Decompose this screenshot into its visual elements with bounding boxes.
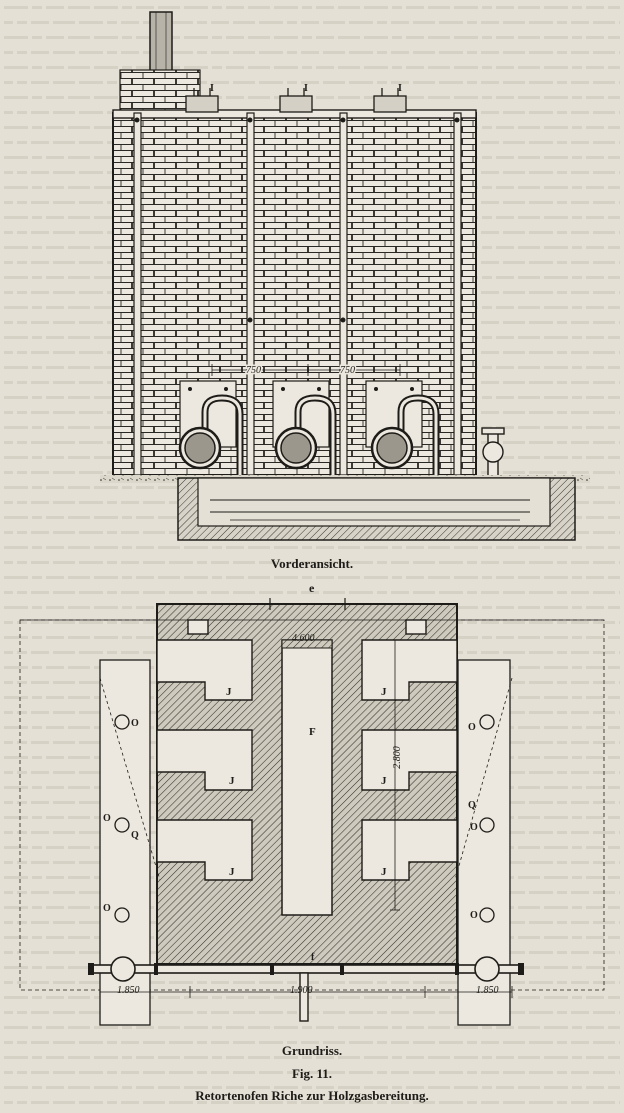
chamber-label-J-5: J xyxy=(381,775,387,787)
bleed-stroke xyxy=(226,576,244,579)
opening-label-O-1: O xyxy=(131,718,139,729)
cleaning-openings xyxy=(114,714,495,923)
plan-dim-bottom-left: 1.850 xyxy=(117,985,140,996)
bleed-stroke xyxy=(274,576,298,579)
bleed-stroke xyxy=(364,576,388,579)
plan-label-e: e xyxy=(309,581,315,595)
bleed-stroke xyxy=(586,576,604,579)
lid-mark-3: I xyxy=(398,83,402,94)
figure-title: Retortenofen Riche zur Holzgasbereitung. xyxy=(195,1088,429,1103)
side-platforms xyxy=(99,659,511,1026)
opening-label-O-3: O xyxy=(103,903,111,914)
bleed-stroke xyxy=(136,576,154,579)
bleed-stroke xyxy=(46,576,64,579)
chamber-label-J-4: J xyxy=(381,686,387,698)
retort-lids xyxy=(185,88,407,113)
figure-number: Fig. 11. xyxy=(291,1066,333,1081)
chamber-label-J-1: J xyxy=(226,686,232,698)
plan-view-caption: Grundriss. xyxy=(281,1043,343,1058)
plan-dimension-lines xyxy=(20,619,604,998)
plan-dim-vertical: 2.800 xyxy=(391,746,403,769)
outlet-valve xyxy=(481,427,505,477)
buckstays xyxy=(133,112,462,476)
chamber-label-J-6: J xyxy=(381,866,387,878)
bleed-stroke xyxy=(496,576,514,579)
bleed-stroke xyxy=(572,576,582,579)
bleed-stroke xyxy=(158,576,180,579)
plan-dim-bottom-middle: 1.900 xyxy=(290,985,313,996)
bleed-stroke xyxy=(428,576,450,579)
lid-mark-1: I xyxy=(210,83,214,94)
bleed-stroke xyxy=(518,576,540,579)
front-dim-right: 750 xyxy=(340,365,355,376)
bleed-stroke xyxy=(482,576,492,579)
plan-dim-top: 4.600 xyxy=(292,633,315,644)
bleed-stroke xyxy=(184,576,208,579)
bleed-stroke xyxy=(302,576,312,579)
bleed-stroke xyxy=(32,576,42,579)
opening-label-Q-2: Q xyxy=(468,800,476,811)
front-dim-left: 750 xyxy=(246,365,261,376)
opening-label-O-2: O xyxy=(103,813,111,824)
bleed-stroke xyxy=(392,576,402,579)
lid-mark-2: I xyxy=(304,83,308,94)
bleed-stroke xyxy=(122,576,132,579)
retort-mouths xyxy=(178,394,440,475)
foundation-trough xyxy=(100,475,590,541)
central-flue xyxy=(281,639,333,916)
bleed-stroke xyxy=(454,576,478,579)
chamber-label-J-3: J xyxy=(229,866,235,878)
bleed-stroke xyxy=(4,576,28,579)
gas-collector-pipe xyxy=(88,956,524,1022)
front-dimension-lines xyxy=(211,364,401,376)
bleed-stroke xyxy=(68,576,90,579)
retort-chambers xyxy=(156,619,458,881)
plan-dim-bottom-right: 1.850 xyxy=(476,985,499,996)
bleed-stroke xyxy=(544,576,568,579)
bleed-stroke xyxy=(212,576,222,579)
bleed-stroke xyxy=(316,576,334,579)
bleed-stroke xyxy=(406,576,424,579)
chamber-label-J-2: J xyxy=(229,775,235,787)
opening-label-Q-1: Q xyxy=(131,830,139,841)
plan-label-f: f xyxy=(311,952,315,963)
opening-label-O-6: O xyxy=(470,910,478,921)
front-view-caption: Vorderansicht. xyxy=(270,556,354,571)
opening-label-O-5: O xyxy=(470,822,478,833)
opening-label-O-4: O xyxy=(468,722,476,733)
bleed-stroke xyxy=(608,576,620,579)
bleed-stroke xyxy=(248,576,270,579)
bleed-stroke xyxy=(94,576,118,579)
bleed-stroke xyxy=(338,576,360,579)
front-view-drawing: I I I xyxy=(100,11,590,541)
plan-label-F: F xyxy=(309,726,316,738)
chimney xyxy=(119,11,201,116)
plan-view-drawing xyxy=(19,598,605,1026)
